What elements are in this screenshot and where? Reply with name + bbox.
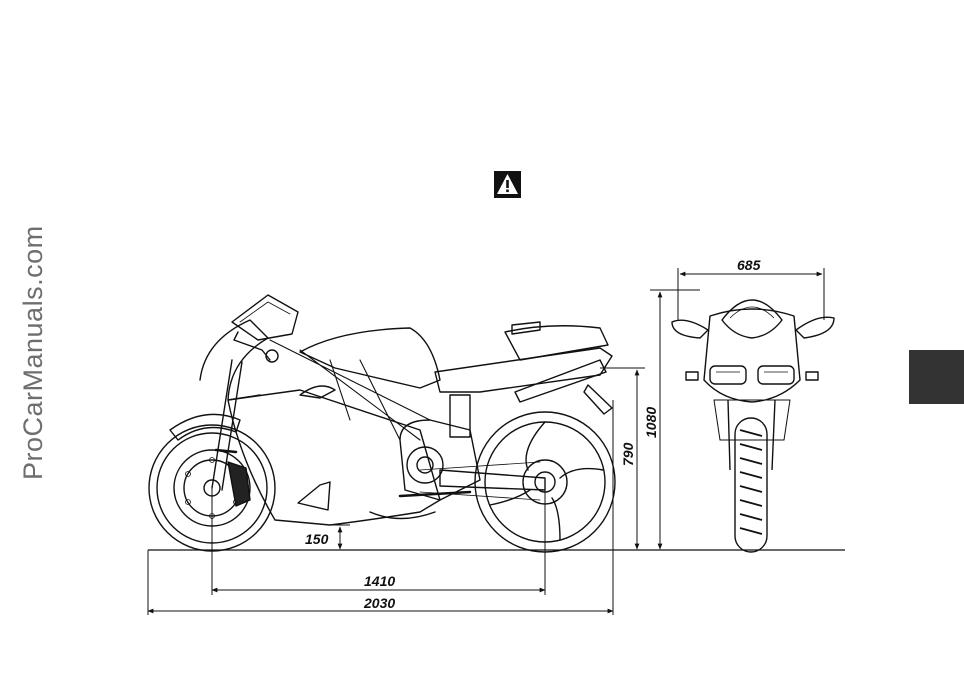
ground-clearance-label: 150 xyxy=(305,531,329,547)
overall-height-label: 1080 xyxy=(643,407,659,438)
overall-width-label: 685 xyxy=(737,257,761,273)
overall-length-label: 2030 xyxy=(363,595,395,611)
wheelbase-label: 1410 xyxy=(364,573,395,589)
front-view-motorcycle xyxy=(672,300,834,552)
seat-height-label: 790 xyxy=(620,442,636,466)
